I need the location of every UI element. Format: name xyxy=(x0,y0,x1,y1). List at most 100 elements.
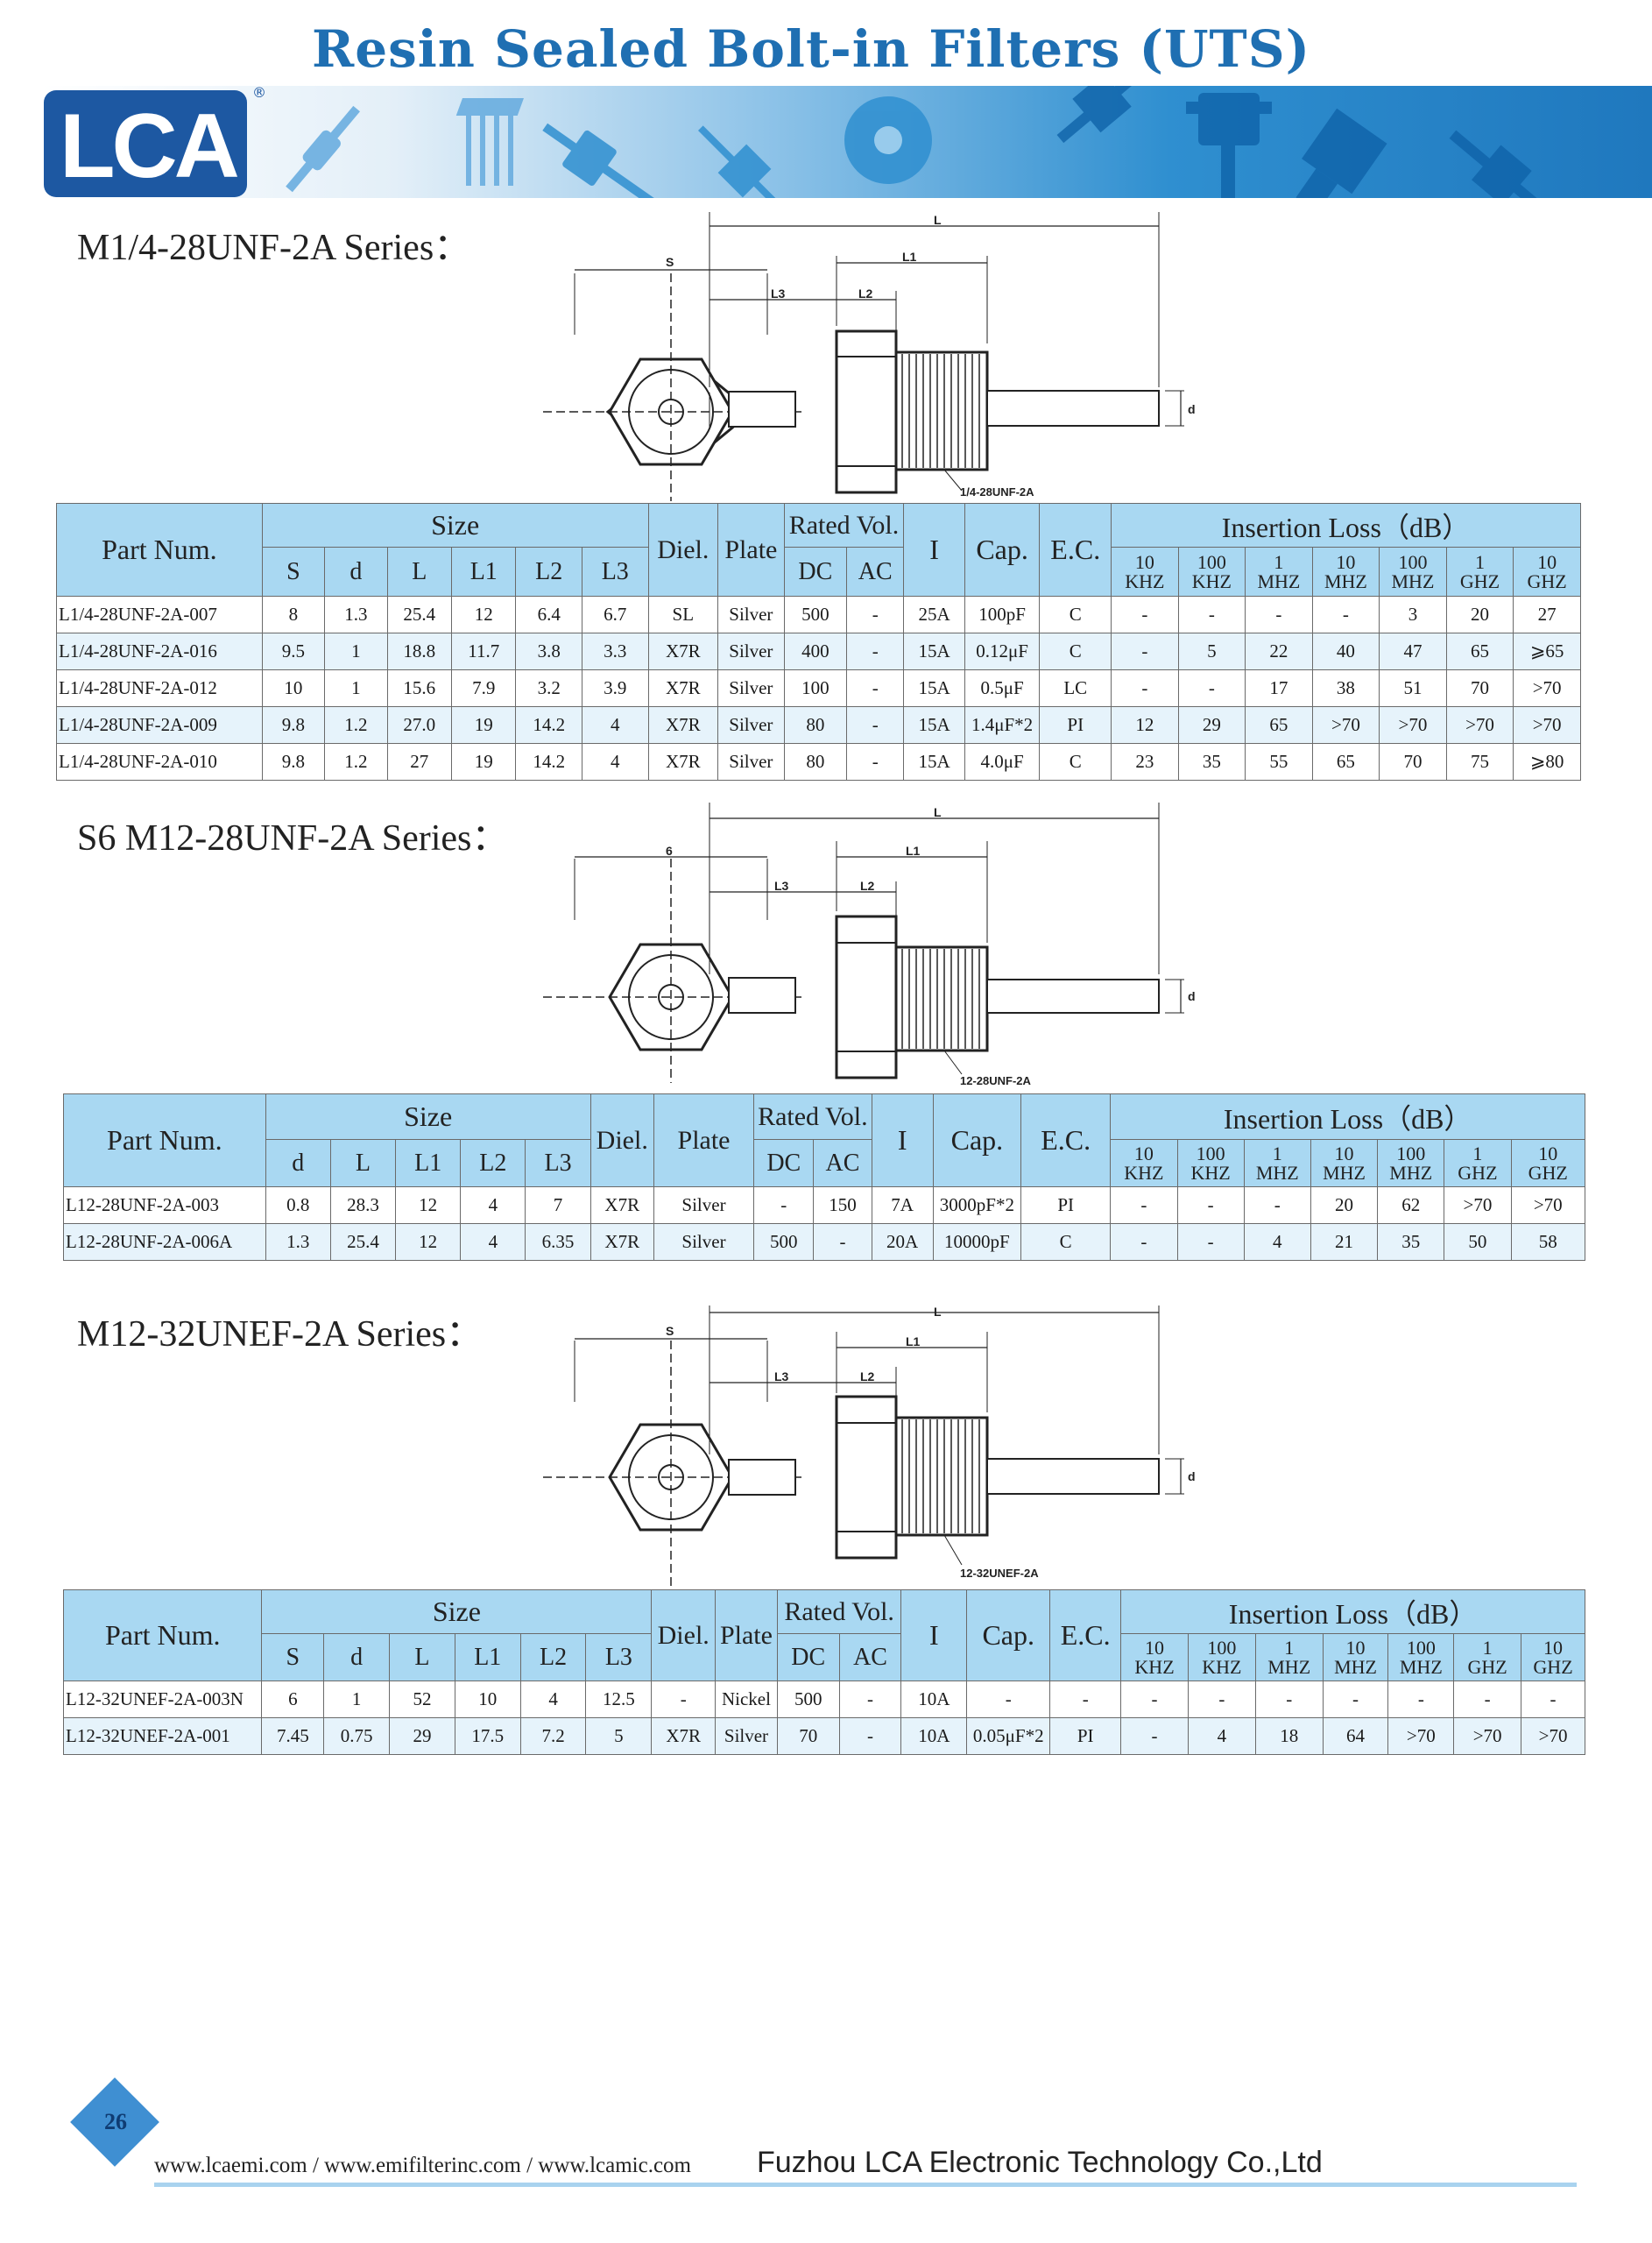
table-cell: 58 xyxy=(1510,1223,1586,1261)
table-cell: - xyxy=(846,669,905,707)
table-cell: - xyxy=(1322,1680,1389,1718)
table-cell: 20A xyxy=(871,1223,934,1261)
header-insertion-loss: Insertion Loss（dB） xyxy=(1110,1093,1585,1140)
table-cell: ⩾80 xyxy=(1513,743,1581,781)
table-cell: - xyxy=(846,596,905,633)
table-cell: Silver xyxy=(653,1186,755,1224)
header-insertion-loss: Insertion Loss（dB） xyxy=(1111,503,1581,548)
table-cell: - xyxy=(1111,596,1179,633)
dimension-drawing-3: S L L1 L3 L2 d 12-32UNEF-2A xyxy=(543,1305,1196,1586)
header-part-num: Part Num. xyxy=(56,503,263,597)
header-diel: Diel. xyxy=(647,503,719,597)
dim-label-hex: 6 xyxy=(666,844,673,858)
table-cell: 51 xyxy=(1379,669,1447,707)
table-cell: - xyxy=(1177,669,1246,707)
table-cell: 4 xyxy=(460,1186,526,1224)
table-cell: 1.3 xyxy=(324,596,388,633)
table-cell: 80 xyxy=(783,743,848,781)
table-cell: - xyxy=(813,1223,872,1261)
table-cell: 1 xyxy=(324,633,388,670)
table-cell: 27.0 xyxy=(386,706,453,744)
table-cell: >70 xyxy=(1521,1717,1585,1755)
table-cell: 62 xyxy=(1377,1186,1445,1224)
header-current: I xyxy=(903,503,965,597)
table-cell: ⩾65 xyxy=(1513,633,1581,670)
table-cell: 4 xyxy=(519,1680,587,1718)
table-cell: 70 xyxy=(1445,669,1514,707)
table-cell: - xyxy=(1110,1186,1178,1224)
footer-divider xyxy=(154,2183,1577,2187)
footer-urls[interactable]: www.lcaemi.com / www.emifilterinc.com / … xyxy=(154,2154,692,2177)
header-diel: Diel. xyxy=(651,1589,717,1681)
header-size-l: L xyxy=(386,547,453,597)
header-size-d: d xyxy=(323,1633,391,1681)
table-cell: 12.5 xyxy=(585,1680,653,1718)
table-cell: 0.8 xyxy=(265,1186,331,1224)
table-cell: - xyxy=(1453,1680,1522,1718)
table-cell: 35 xyxy=(1177,743,1246,781)
dim-label-l2: L2 xyxy=(860,879,875,893)
product-banner xyxy=(42,86,1652,198)
header-part-num: Part Num. xyxy=(62,1589,263,1681)
table-cell: 6.4 xyxy=(515,596,582,633)
logo-text: LCA xyxy=(60,96,240,197)
table-cell: 75 xyxy=(1445,743,1514,781)
header-size-d: d xyxy=(265,1139,331,1187)
series-title-1: M1/4-28UNF-2A Series： xyxy=(77,228,471,268)
table-cell: >70 xyxy=(1513,669,1581,707)
table-cell: 150 xyxy=(813,1186,872,1224)
table-cell: 38 xyxy=(1311,669,1380,707)
spec-table-2: Part Num. Size Diel. Plate Rated Vol. I … xyxy=(63,1093,1586,1261)
table-cell: - xyxy=(1387,1680,1455,1718)
table-cell: - xyxy=(1120,1717,1189,1755)
thread-label-2: 12-28UNF-2A xyxy=(960,1074,1032,1087)
table-cell: SL xyxy=(647,596,719,633)
part-number-cell: L1/4-28UNF-2A-007 xyxy=(56,596,263,633)
table-cell: 3.3 xyxy=(581,633,649,670)
table-cell: 70 xyxy=(776,1717,840,1755)
dim-label-l3: L3 xyxy=(771,287,786,301)
header-cap: Cap. xyxy=(932,1093,1022,1187)
table-cell: 17 xyxy=(1245,669,1313,707)
table-cell: 7 xyxy=(525,1186,591,1224)
header-plate: Plate xyxy=(717,503,785,597)
table-cell: 3000pF*2 xyxy=(932,1186,1022,1224)
header-ec: E.C. xyxy=(1049,1589,1122,1681)
table-cell: 15.6 xyxy=(386,669,453,707)
table-cell: - xyxy=(1111,669,1179,707)
header-cap: Cap. xyxy=(964,503,1041,597)
header-plate: Plate xyxy=(653,1093,755,1187)
table-cell: Silver xyxy=(717,743,785,781)
table-cell: PI xyxy=(1039,706,1112,744)
table-cell: 10A xyxy=(900,1680,968,1718)
table-cell: - xyxy=(1254,1680,1324,1718)
header-size-l2: L2 xyxy=(519,1633,587,1681)
part-number-cell: L12-32UNEF-2A-003N xyxy=(62,1680,263,1718)
table-cell: 80 xyxy=(783,706,848,744)
table-cell: 100 xyxy=(783,669,848,707)
table-cell: C xyxy=(1039,633,1112,670)
table-cell: 500 xyxy=(776,1680,840,1718)
table-cell: >70 xyxy=(1387,1717,1455,1755)
table-cell: C xyxy=(1039,596,1112,633)
table-cell: 6.35 xyxy=(525,1223,591,1261)
table-cell: 4 xyxy=(581,706,649,744)
dimension-drawing-2: 6 L L1 L3 L2 d 12-28UNF-2A xyxy=(543,803,1196,1087)
table-cell: X7R xyxy=(647,706,719,744)
dim-label-l2: L2 xyxy=(860,1369,875,1383)
table-cell: 7.45 xyxy=(261,1717,325,1755)
page-title: Resin Sealed Bolt-in Filters (UTS) xyxy=(312,19,1311,79)
dim-label-l3: L3 xyxy=(774,1369,789,1383)
table-cell: 17.5 xyxy=(454,1717,521,1755)
table-cell: 1.4μF*2 xyxy=(964,706,1041,744)
